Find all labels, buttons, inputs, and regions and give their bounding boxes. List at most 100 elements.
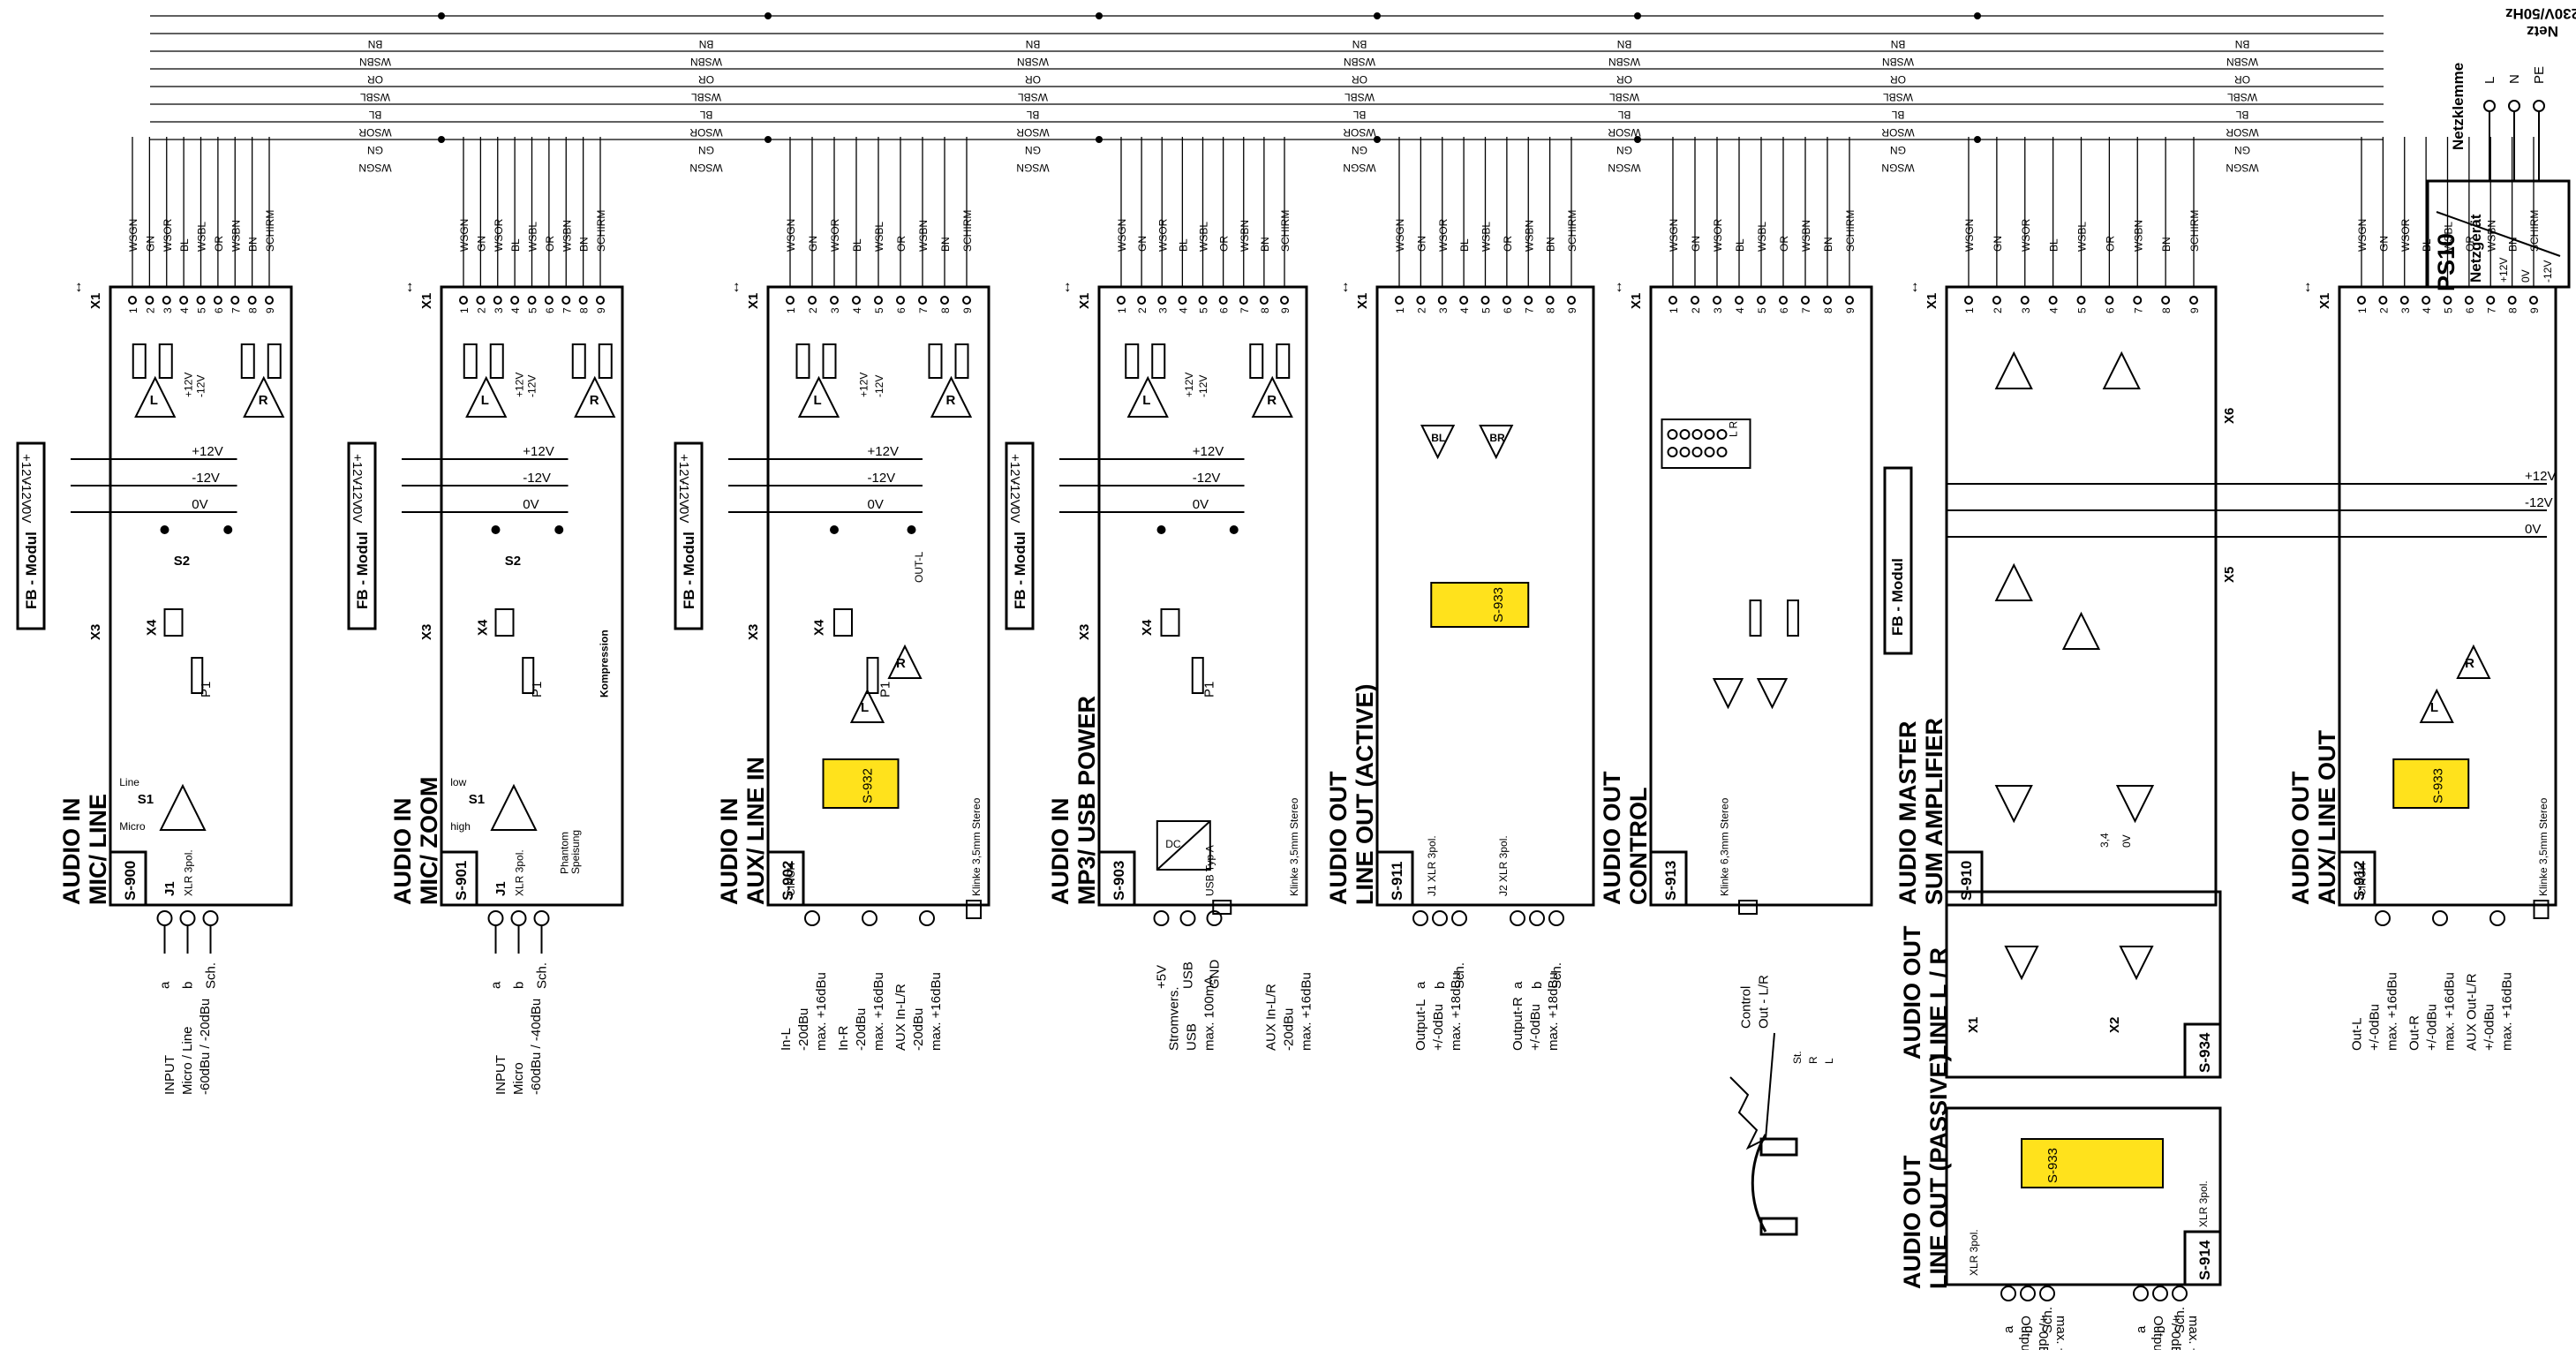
pin bbox=[1117, 296, 1126, 305]
id-tab bbox=[1097, 850, 1136, 907]
id-tab bbox=[766, 850, 805, 907]
module-frame bbox=[2338, 285, 2557, 907]
pin bbox=[578, 296, 588, 305]
pin bbox=[2105, 296, 2114, 305]
sum-amp-r2 bbox=[2061, 611, 2101, 650]
caption-line: Micro bbox=[511, 1062, 526, 1095]
x1-label: X1 bbox=[1966, 1017, 1981, 1033]
caption-line: -60dBu / -20dBu bbox=[198, 999, 213, 1095]
rail-label: +12V bbox=[868, 444, 899, 459]
pin-number: 5 bbox=[1198, 307, 1210, 313]
bus-wire-label: WSBN bbox=[359, 56, 391, 68]
resistor bbox=[1125, 343, 1140, 379]
fb-module: FB - Modul bbox=[347, 441, 377, 630]
pin bbox=[1198, 296, 1208, 305]
bus-wire-label: OR bbox=[2234, 73, 2250, 86]
pin bbox=[265, 296, 274, 305]
bus-wire-label: OR bbox=[1890, 73, 1906, 86]
pin bbox=[940, 296, 949, 305]
dcdc-label: DC bbox=[1165, 838, 1181, 850]
wire-label: WSOR bbox=[829, 218, 841, 252]
wire-label: SCHIRM bbox=[961, 210, 974, 252]
plug-label: St. bbox=[1791, 1051, 1804, 1064]
caption-line: -20dBu bbox=[911, 1008, 926, 1051]
module-title-2: LINE OUT (PASSIVE) bbox=[1925, 1053, 1952, 1289]
fb-frame bbox=[1883, 466, 1913, 655]
pin bbox=[1157, 296, 1167, 305]
pin-number: 3 bbox=[1712, 307, 1724, 313]
wire-label: SCHIRM bbox=[1844, 210, 1857, 252]
module-frame bbox=[1945, 285, 2218, 907]
junction bbox=[1229, 525, 1239, 534]
xlr-pin-label: a bbox=[489, 981, 504, 989]
amplifier-r bbox=[930, 375, 973, 418]
wire-label: WSBL bbox=[196, 222, 208, 252]
bus-wire-label: WSOR bbox=[1881, 126, 1915, 139]
bus-wire-label: OR bbox=[367, 73, 383, 86]
pin-number: 3 bbox=[2399, 307, 2412, 313]
module-s-912: 1WSGN2GN3WSOR4BL5WSBL6OR7WSBN8BN9SCHIRMX… bbox=[2287, 137, 2557, 1051]
module-title-1: AUDIO IN bbox=[1047, 798, 1073, 906]
bus-wire-label: GN bbox=[1025, 144, 1041, 156]
bus-junction bbox=[765, 12, 772, 19]
wire-label: WSGN bbox=[1963, 219, 1976, 252]
x2-label: X2 bbox=[2107, 1017, 2122, 1033]
amp-letter-r: R bbox=[590, 393, 599, 408]
resistor bbox=[463, 343, 478, 379]
bus-wire-label: OR bbox=[698, 73, 714, 86]
pin-number: 3 bbox=[1437, 307, 1450, 313]
jack-note: Klinke 3,5mm Stereo bbox=[1288, 797, 1300, 896]
aux-amp-r bbox=[887, 644, 923, 679]
module-s-902: 1WSGN2GN3WSOR4BL5WSBL6OR7WSBN8BN9SCHIRMX… bbox=[674, 137, 990, 1051]
module-title-2: MIC/ LINE bbox=[85, 794, 111, 905]
aux-amp-l bbox=[849, 688, 885, 723]
pin bbox=[1416, 296, 1426, 305]
ps10-out: +12V bbox=[2497, 258, 2510, 283]
pin-number: 4 bbox=[1177, 307, 1189, 313]
caption-line: max. +16dBu bbox=[2500, 972, 2515, 1051]
pin bbox=[2443, 296, 2452, 305]
id-tab bbox=[1375, 850, 1414, 907]
pin bbox=[561, 296, 571, 305]
aux-amp-l bbox=[2419, 688, 2454, 723]
daughter-label: S-933 bbox=[2045, 1148, 2060, 1183]
bus-wire-label: WSGN bbox=[358, 162, 391, 174]
p1-label: P1 bbox=[199, 682, 214, 698]
module-s-913: 1WSGN2GN3WSOR4BL5WSBL6OR7WSBN8BN9SCHIRMX… bbox=[1599, 137, 1873, 1029]
p1-label: P1 bbox=[530, 682, 545, 698]
led bbox=[1667, 429, 1678, 440]
pin bbox=[1280, 296, 1289, 305]
fb-module-label: FB - Modul bbox=[681, 532, 697, 609]
wire-label: OR bbox=[213, 236, 225, 252]
pin-number: 3 bbox=[493, 307, 505, 313]
bus-wire-label: BN bbox=[699, 38, 714, 50]
daughter-board bbox=[2021, 1138, 2164, 1188]
fb-rail-label: +12V bbox=[19, 454, 34, 485]
pin-number: 4 bbox=[2048, 307, 2060, 313]
pin bbox=[1823, 296, 1832, 305]
pin bbox=[1735, 296, 1744, 305]
pin-number: 8 bbox=[1545, 307, 1557, 313]
pin-number: 9 bbox=[595, 307, 607, 313]
xlr-pin-label: Sch. bbox=[1452, 962, 1467, 989]
pin-number: 1 bbox=[1394, 307, 1406, 313]
wire-label: WSBL bbox=[527, 222, 539, 252]
caption-line: Output-L bbox=[1413, 999, 1428, 1051]
caption-line: +/-0dBu bbox=[1431, 1004, 1446, 1051]
fb-frame bbox=[674, 441, 704, 630]
p1-pot bbox=[1749, 600, 1762, 637]
pin-number: 1 bbox=[785, 307, 797, 313]
arrow-icon: ↕ bbox=[1342, 278, 1350, 295]
amp-letter: BR bbox=[1489, 432, 1505, 444]
pin-number: 9 bbox=[1844, 307, 1857, 313]
p1-pot bbox=[1191, 657, 1204, 694]
p1-label: P1 bbox=[878, 682, 893, 698]
xlr-pin-label: b bbox=[2021, 1326, 2036, 1333]
bus-wire-label: BN bbox=[1617, 38, 1632, 50]
x6-label: X6 bbox=[2222, 408, 2237, 424]
led bbox=[1704, 447, 1715, 457]
pin bbox=[2529, 296, 2538, 305]
fb-module-label: FB - Modul bbox=[1012, 532, 1028, 609]
